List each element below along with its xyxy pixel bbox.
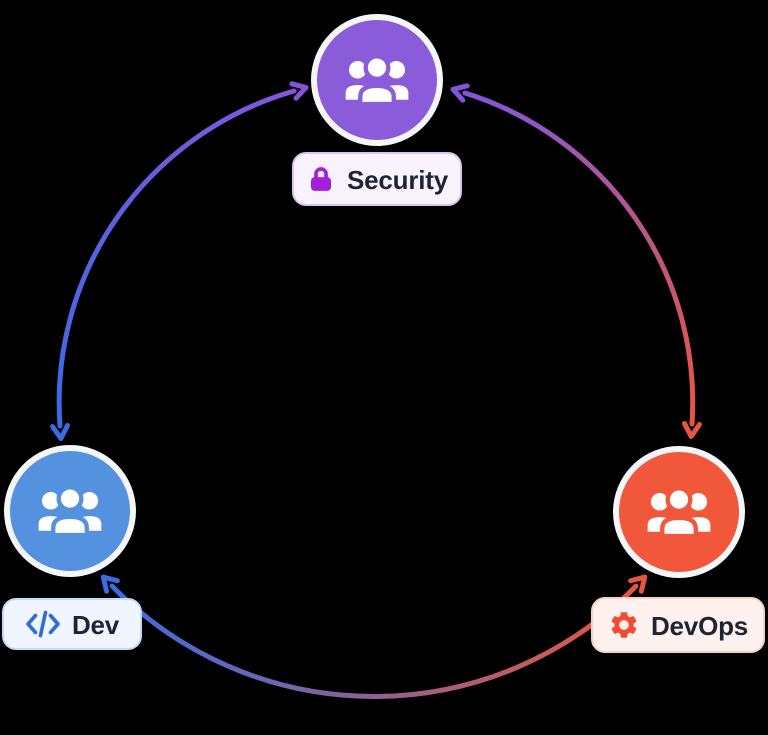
security-badge: Security [292,152,462,206]
security-circle [311,14,443,146]
people-icon [647,486,711,539]
dev-circle [4,445,136,577]
lock-icon [310,167,331,191]
devops-circle [613,446,745,578]
edge-dev-security [50,81,309,441]
gear-icon [611,612,637,638]
dev-badge: Dev [2,598,142,650]
edge-dev-devops [100,574,648,699]
dev-label: Dev [71,609,120,640]
edge-security-devops [450,83,702,439]
people-icon [345,54,409,107]
devops-badge: DevOps [591,597,765,653]
devops-label: DevOps [650,610,749,641]
people-icon [38,485,102,538]
security-label: Security [346,164,448,195]
code-icon [26,610,60,638]
